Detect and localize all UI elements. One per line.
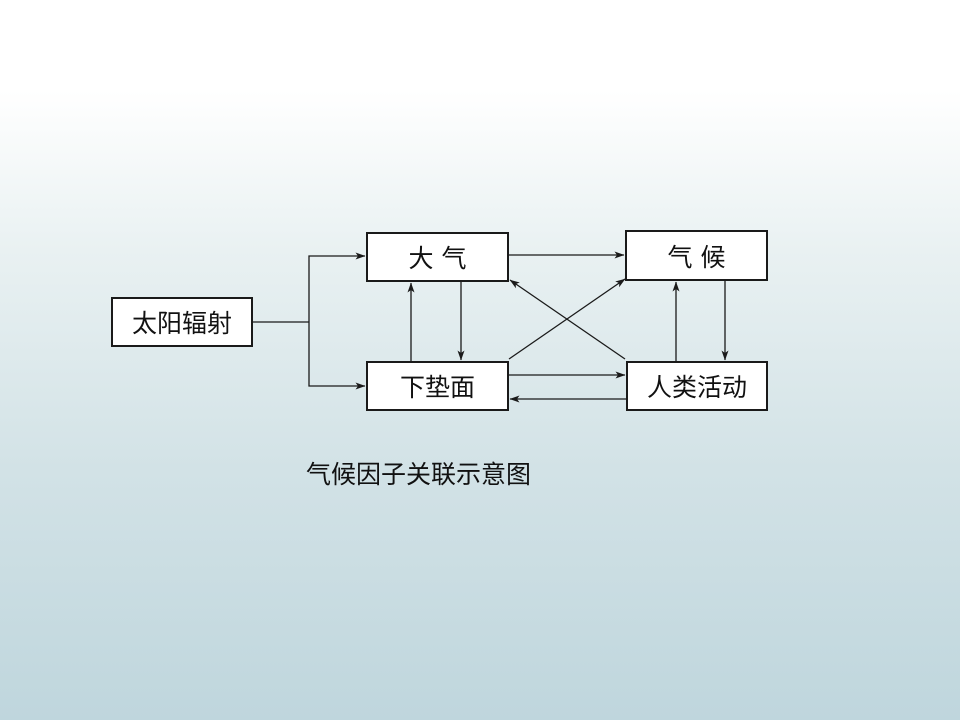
diagram-caption: 气候因子关联示意图 [306, 460, 532, 489]
node-human-activity-label: 人类活动 [646, 373, 747, 402]
node-climate-label: 气 候 [667, 242, 726, 272]
edge-sun-to-surface [308, 322, 366, 390]
edge-human-to-atmosphere [509, 279, 626, 360]
node-atmosphere: 大 气 [366, 232, 509, 282]
node-climate: 气 候 [625, 230, 768, 281]
node-solar-radiation-label: 太阳辐射 [131, 309, 232, 338]
node-human-activity: 人类活动 [626, 361, 768, 411]
node-underlying-surface: 下垫面 [366, 361, 509, 411]
node-underlying-surface-label: 下垫面 [399, 373, 475, 402]
node-atmosphere-label: 大 气 [408, 244, 467, 273]
node-solar-radiation: 太阳辐射 [111, 297, 253, 347]
edge-sun-to-atmosphere [308, 252, 366, 322]
